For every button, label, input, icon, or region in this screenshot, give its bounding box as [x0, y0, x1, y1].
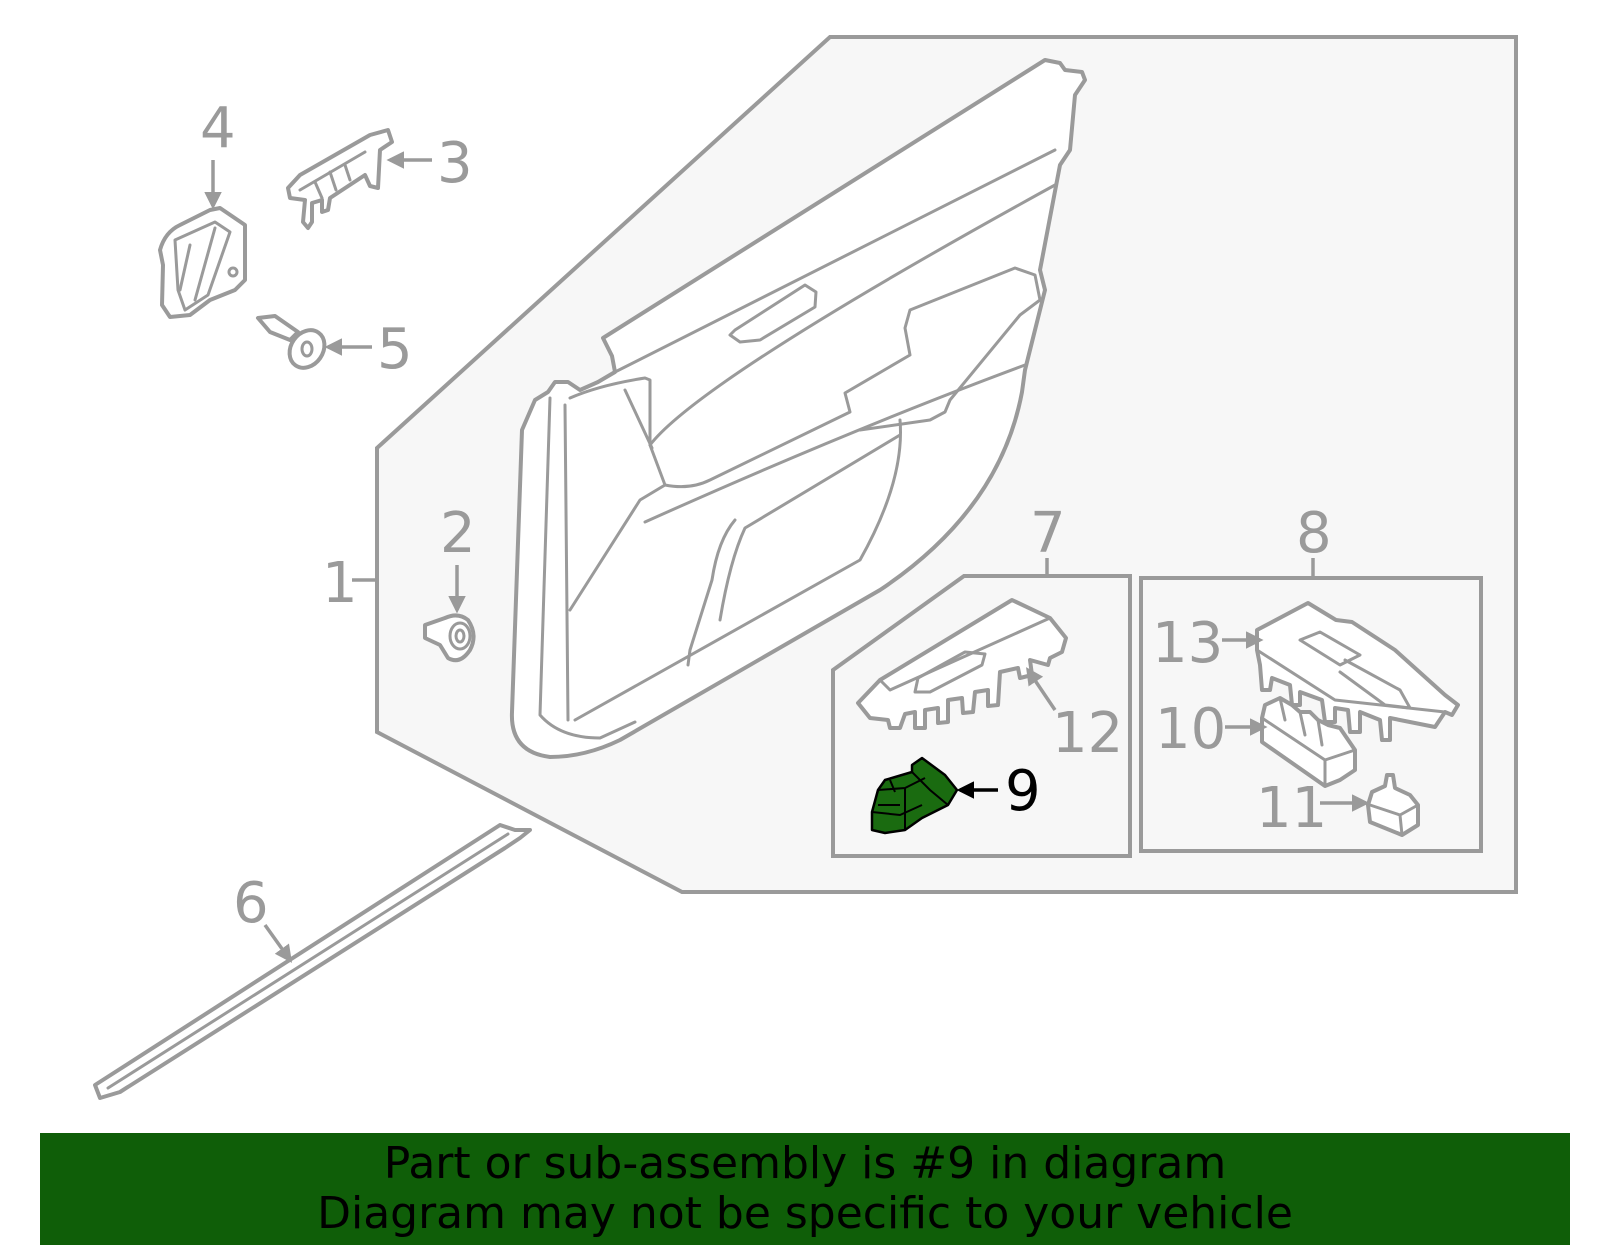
- banner-line-1: Part or sub-assembly is #9 in diagram: [383, 1138, 1227, 1189]
- callout-11: 11: [1256, 776, 1327, 841]
- callout-8: 8: [1296, 501, 1332, 566]
- part-13-master-switch-bezel: [1255, 601, 1460, 742]
- part-6-weatherstrip: [93, 823, 532, 1100]
- part-12-switch-bezel: [856, 598, 1068, 730]
- part-5-screw: [256, 314, 327, 370]
- callout-12: 12: [1052, 701, 1123, 766]
- callout-7: 7: [1030, 501, 1066, 566]
- leader-lines: [204, 151, 1370, 963]
- part-2-clip: [423, 613, 476, 663]
- callout-5: 5: [377, 317, 413, 382]
- banner-line-2: Diagram may not be specific to your vehi…: [317, 1188, 1293, 1239]
- callout-6: 6: [233, 871, 269, 936]
- part-4-handle-housing: [158, 206, 247, 319]
- door-trim-panel: [509, 58, 1087, 759]
- callout-9: 9: [1005, 759, 1041, 824]
- callout-3: 3: [437, 131, 473, 196]
- callout-1: 1: [322, 551, 358, 616]
- callout-13: 13: [1152, 611, 1223, 676]
- part-11-knob: [1366, 773, 1420, 837]
- part-9-switch-highlighted: [870, 756, 959, 835]
- part-3-bracket: [286, 128, 394, 230]
- callout-4: 4: [200, 96, 236, 161]
- callout-10: 10: [1155, 697, 1226, 762]
- part-10-switch-block: [1260, 696, 1357, 788]
- info-banner: Part or sub-assembly is #9 in diagram Di…: [40, 1133, 1570, 1245]
- callout-2: 2: [440, 501, 476, 566]
